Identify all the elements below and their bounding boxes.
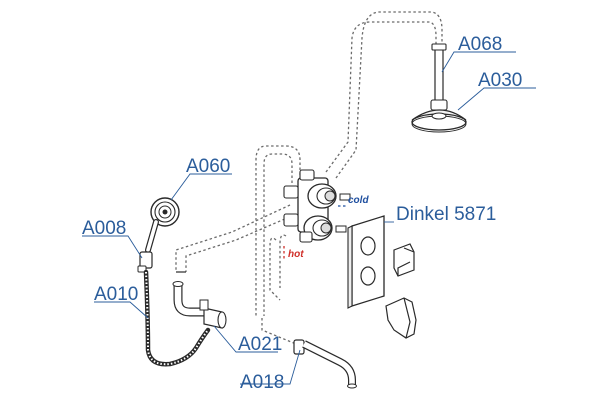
- hot-supply-loop-2: [279, 234, 287, 288]
- riser-pipe-outer: [335, 11, 443, 179]
- label-a008: A008: [82, 218, 126, 239]
- label-a030: A030: [478, 70, 522, 91]
- label-a068: A068: [458, 34, 502, 55]
- hand-shower-icon: [145, 197, 180, 253]
- label-a060: A060: [186, 156, 230, 177]
- handshower-supply-pipe: [175, 204, 291, 272]
- concealed-thermostatic-body-icon: [283, 169, 351, 243]
- leader-lines: [82, 51, 536, 385]
- label-a010: A010: [94, 284, 138, 305]
- hot-supply-loop: [269, 237, 281, 301]
- label-a021: A021: [238, 334, 282, 355]
- round-rain-shower-head-icon: [411, 109, 467, 133]
- spout-feed-pipe: [261, 318, 297, 345]
- shower-arm: [430, 43, 448, 111]
- bath-spout-icon: [293, 339, 357, 389]
- supply-loop-outer: [255, 145, 301, 318]
- handshower-supply-pipe-2: [185, 214, 295, 272]
- trim-plate-icon: [347, 215, 385, 309]
- wall-outlet-elbow-icon: [172, 281, 227, 329]
- hot-label: hot: [288, 249, 304, 260]
- lever-handle-icon: [393, 243, 415, 277]
- riser-pipe-inner: [325, 21, 437, 173]
- lever-handle-icon: [385, 297, 417, 339]
- wall-holder-icon: [137, 251, 153, 273]
- concealed-pipework: [175, 11, 443, 345]
- cold-label: cold: [348, 195, 369, 206]
- label-a018: A018: [240, 372, 284, 393]
- cold-supply-marker: cold: [338, 195, 369, 207]
- hot-supply-marker: hot: [283, 246, 304, 260]
- supply-loop-inner: [263, 153, 293, 316]
- label-dinkel-5871: Dinkel 5871: [396, 204, 496, 225]
- shower-hose-icon: [143, 269, 211, 367]
